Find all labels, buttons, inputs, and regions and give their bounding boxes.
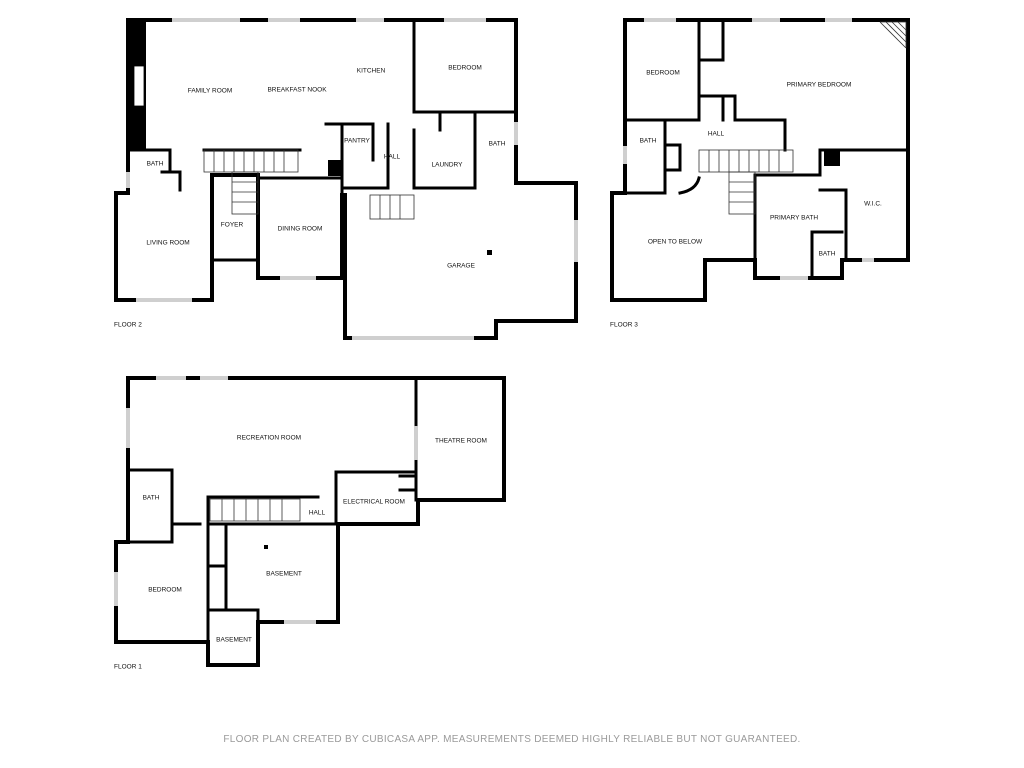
open-to-below-edge (678, 176, 701, 195)
floor-2-plan: FAMILY ROOM BREAKFAST NOOK KITCHEN BEDRO… (114, 18, 578, 340)
support-post (264, 545, 268, 549)
room-label-basement-small: BASEMENT (216, 637, 252, 644)
floor-2-stairs (203, 149, 415, 220)
floor-1-interior-walls (126, 376, 418, 644)
room-label-family-room: FAMILY ROOM (188, 88, 233, 95)
room-label-bath-right: BATH (489, 141, 506, 148)
room-label-laundry: LAUNDRY (432, 162, 464, 169)
corner-tub (879, 21, 907, 49)
floor-1-plan: RECREATION ROOM THEATRE ROOM BATH HALL E… (114, 376, 506, 671)
floor-3-plan: BEDROOM PRIMARY BEDROOM BATH HALL OPEN T… (610, 18, 910, 329)
footer-disclaimer: FLOOR PLAN CREATED BY CUBICASA APP. MEAS… (223, 734, 800, 745)
structural-post (328, 160, 342, 176)
room-label-wic: W.I.C. (864, 201, 882, 208)
room-label-hall: HALL (309, 510, 326, 517)
room-label-primary-bedroom: PRIMARY BEDROOM (787, 82, 852, 89)
floor-1-stairs (209, 498, 301, 522)
room-label-bedroom: BEDROOM (448, 65, 482, 72)
floor-2-outer-wall (114, 18, 578, 340)
room-label-living-room: LIVING ROOM (146, 240, 189, 247)
floor-label-3: FLOOR 3 (610, 322, 638, 329)
room-label-bath: BATH (143, 495, 160, 502)
room-label-electrical-room: ELECTRICAL ROOM (343, 499, 405, 506)
room-label-bath: BATH (640, 138, 657, 145)
room-label-garage: GARAGE (447, 263, 475, 270)
structural-post (824, 150, 840, 166)
room-label-bath-small: BATH (819, 251, 836, 258)
room-label-primary-bath: PRIMARY BATH (770, 215, 818, 222)
floor-3-stairs (698, 149, 794, 215)
garage-post (487, 250, 492, 255)
room-label-bedroom: BEDROOM (148, 587, 182, 594)
room-label-theatre-room: THEATRE ROOM (435, 438, 487, 445)
floor-2-interior-walls (126, 18, 518, 280)
room-label-basement-main: BASEMENT (266, 571, 302, 578)
room-label-breakfast-nook: BREAKFAST NOOK (267, 87, 327, 94)
room-label-recreation-room: RECREATION ROOM (237, 435, 301, 442)
room-label-bath-left: BATH (147, 161, 164, 168)
room-label-open-to-below: OPEN TO BELOW (648, 239, 703, 246)
room-label-hall: HALL (384, 154, 401, 161)
room-label-kitchen: KITCHEN (357, 68, 386, 75)
floor-3-interior-walls (623, 18, 910, 280)
room-label-dining-room: DINING ROOM (278, 226, 323, 233)
room-label-foyer: FOYER (221, 222, 244, 229)
fireplace-hearth (133, 65, 145, 107)
room-label-bedroom: BEDROOM (646, 70, 680, 77)
room-label-hall: HALL (708, 131, 725, 138)
floor-label-2: FLOOR 2 (114, 322, 142, 329)
floor-label-1: FLOOR 1 (114, 664, 142, 671)
room-label-pantry: PANTRY (344, 138, 370, 145)
